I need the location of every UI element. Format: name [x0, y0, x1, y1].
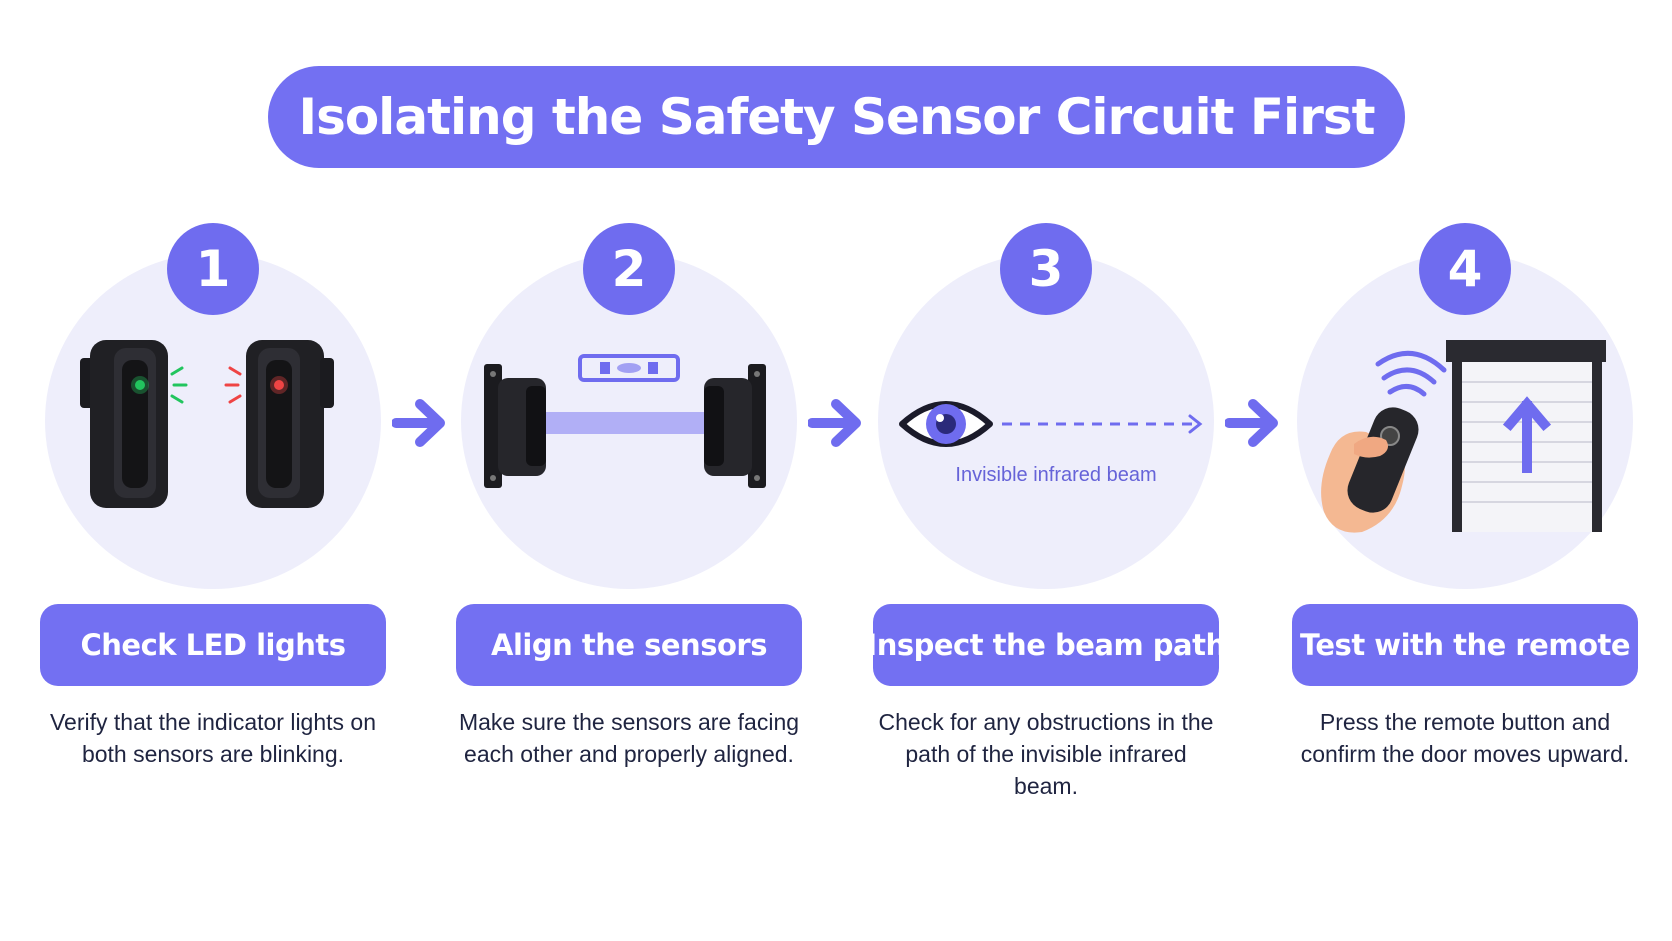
step-3-number: 3 [1000, 223, 1092, 315]
step-4-number: 4 [1419, 223, 1511, 315]
remote-door-icon [1321, 340, 1606, 533]
step-1-label: Check LED lights [40, 604, 386, 686]
step-2-label: Align the sensors [456, 604, 802, 686]
arrow-right-icon [1225, 399, 1278, 447]
step-4-description: Press the remote button and confirm the … [1300, 709, 1630, 767]
step-2-description: Make sure the sensors are facing each ot… [458, 709, 800, 767]
sensor-led-icon [80, 340, 334, 508]
eye-beam-icon [899, 401, 1203, 447]
arrow-right-icon [392, 399, 445, 447]
step-3-description: Check for any obstructions in the path o… [878, 709, 1214, 799]
level-sensors-icon [484, 354, 766, 488]
step-4-label: Test with the remote [1292, 604, 1638, 686]
step-1-description: Verify that the indicator lights on both… [49, 709, 377, 767]
step-1-number: 1 [167, 223, 259, 315]
beam-caption: Invisible infrared beam [955, 464, 1157, 486]
step-3-label: Inspect the beam path [866, 604, 1226, 686]
arrow-right-icon [808, 399, 861, 447]
step-2-number: 2 [583, 223, 675, 315]
title-banner: Isolating the Safety Sensor Circuit Firs… [268, 66, 1405, 168]
page-title: Isolating the Safety Sensor Circuit Firs… [298, 88, 1375, 146]
